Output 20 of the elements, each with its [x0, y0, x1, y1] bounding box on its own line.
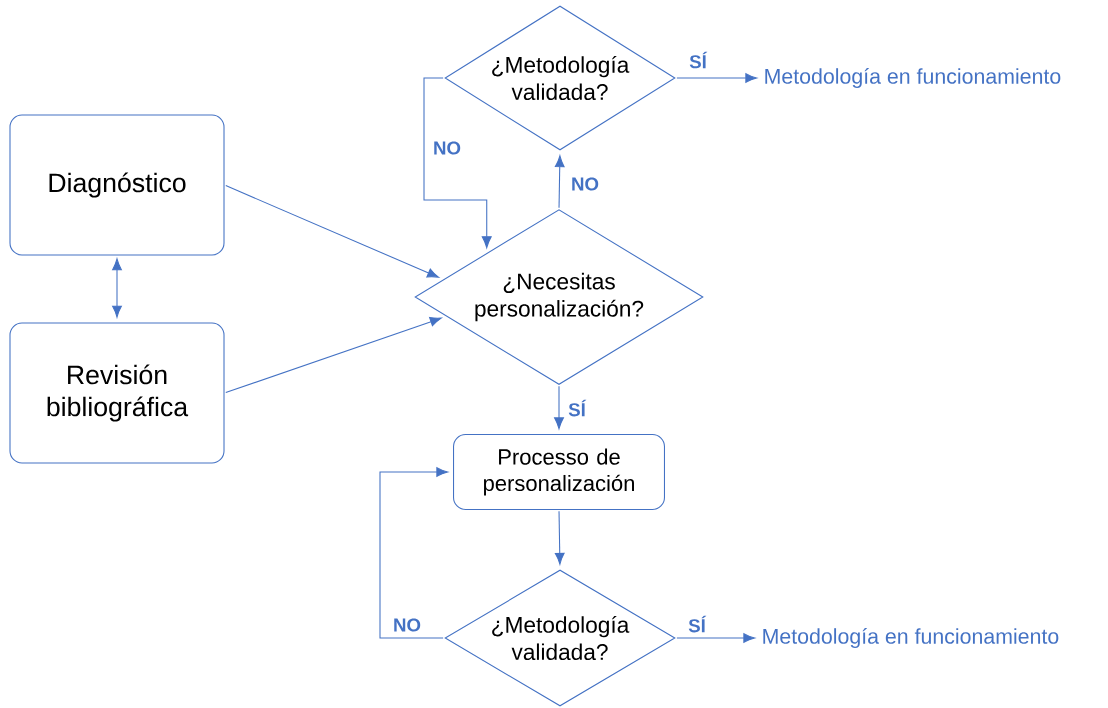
arrow	[379, 467, 449, 639]
edge-label: SÍ	[686, 614, 708, 634]
process-box: Revisión bibliográfica	[9, 322, 225, 464]
arrow	[554, 385, 564, 430]
outcome-text: Metodología en funcionamiento	[763, 627, 1059, 649]
edge-label: SÍ	[687, 50, 709, 70]
arrow	[676, 633, 756, 643]
edge-label: SÍ	[566, 398, 588, 418]
arrow	[676, 73, 758, 83]
arrow	[423, 77, 492, 249]
arrow	[554, 510, 565, 565]
arrow	[225, 316, 442, 394]
edge-label: NO	[391, 617, 423, 633]
process-box: Processo de personalización	[453, 434, 665, 510]
arrow	[225, 185, 439, 278]
process-box: Diagnóstico	[9, 114, 225, 256]
outcome-text: Metodología en funcionamiento	[765, 67, 1061, 89]
arrow	[112, 258, 122, 318]
arrow	[554, 155, 565, 209]
edge-label: NO	[569, 176, 601, 192]
